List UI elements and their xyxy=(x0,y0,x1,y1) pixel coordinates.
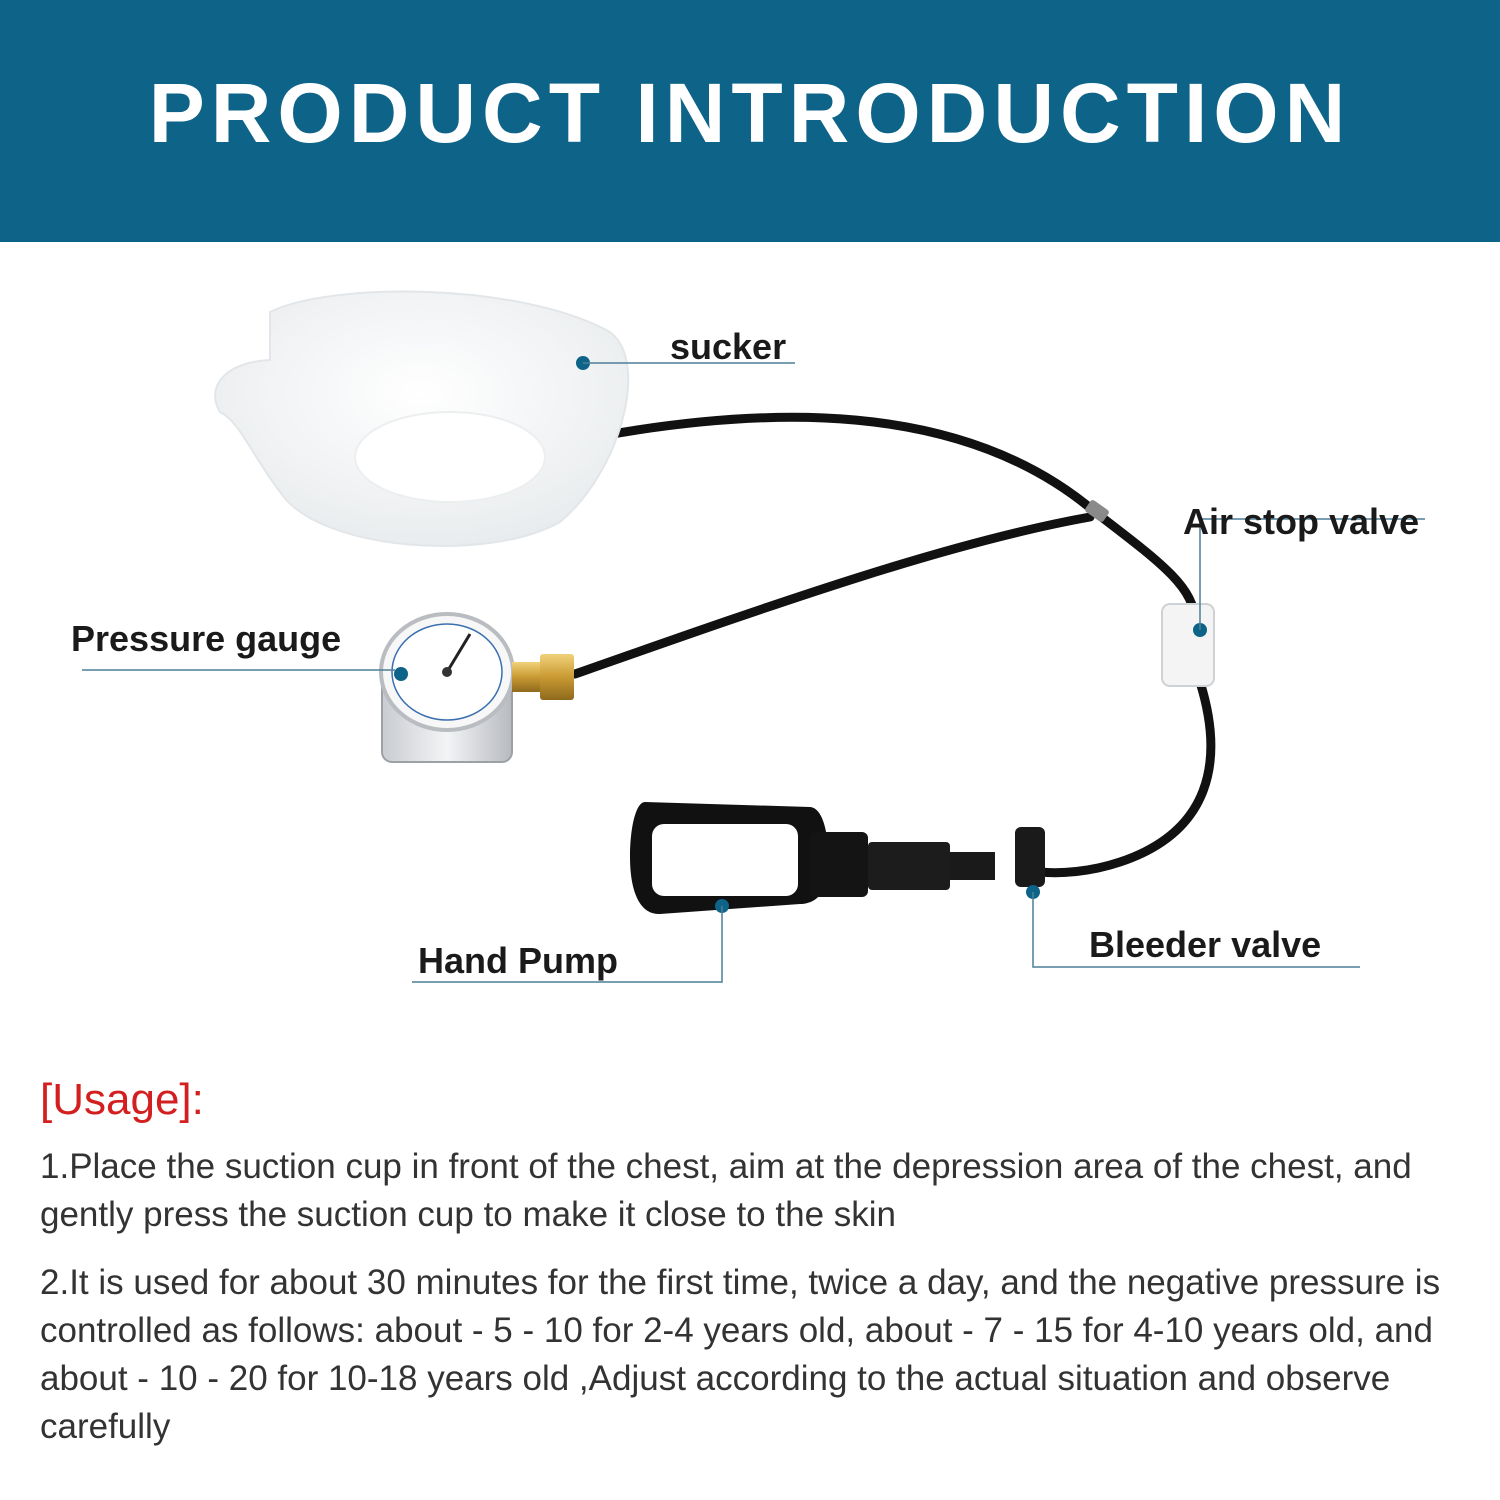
bleeder-valve-knob xyxy=(1015,827,1045,887)
usage-step-2: 2.It is used for about 30 minutes for th… xyxy=(40,1263,1441,1446)
pressure-gauge-label: Pressure gauge xyxy=(71,618,342,659)
product-illustration xyxy=(82,290,1425,983)
air-stop-valve xyxy=(1161,603,1215,687)
air-stop-valve-label: Air stop valve xyxy=(1183,501,1420,542)
hand-pump xyxy=(630,802,1045,915)
gauge-marker-dot xyxy=(394,667,408,681)
usage-title: [Usage]: xyxy=(40,1075,204,1124)
bleeder-valve-label: Bleeder valve xyxy=(1089,924,1322,965)
hose-lines xyxy=(570,412,1216,878)
leader-lines xyxy=(82,362,1425,983)
header-banner: PRODUCT INTRODUCTION xyxy=(0,0,1500,242)
product-diagram: sucker Air stop valve Pressure gauge Han… xyxy=(0,242,1500,1042)
sucker-cup xyxy=(214,290,630,547)
hand-pump-label: Hand Pump xyxy=(418,940,619,981)
tee-connector xyxy=(1085,500,1109,522)
sucker-label: sucker xyxy=(670,326,787,367)
usage-step-1: 1.Place the suction cup in front of the … xyxy=(40,1147,1412,1234)
page-title: PRODUCT INTRODUCTION xyxy=(148,65,1352,160)
pressure-gauge xyxy=(379,612,574,763)
usage-section: [Usage]: 1.Place the suction cup in fron… xyxy=(40,1075,1460,1471)
